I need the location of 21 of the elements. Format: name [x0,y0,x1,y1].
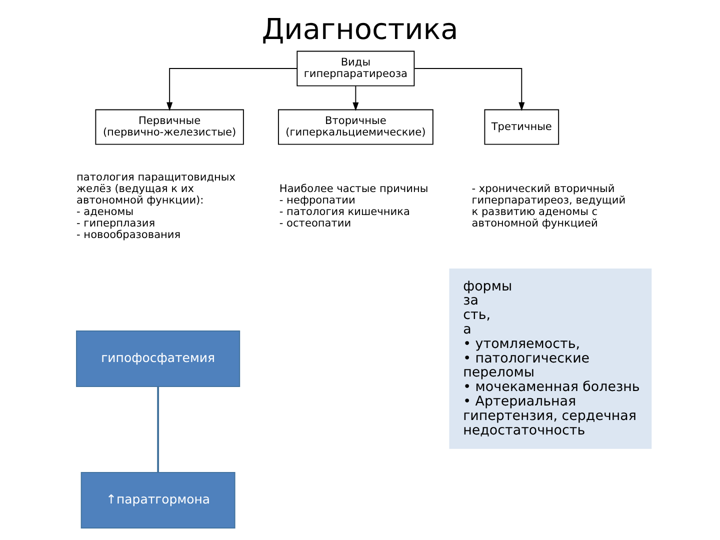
connector [157,386,160,472]
node-box: ↑паратгормона [80,472,236,529]
diagram-title: Диагностика [262,12,458,46]
node-box: гипофосфатемия [76,330,240,388]
node-label: - остеопатии [279,218,352,230]
arrow [414,68,525,111]
node-label: - нефропатии [279,194,356,207]
node-box: Третичные [484,109,560,145]
node-label: - хронический вторичный гиперпаратиреоз, ведущий к развитию аденомы с автономной функцией [472,183,626,230]
arrow [166,68,298,111]
node-label: - патология кишечника [279,206,410,218]
node-label: патология паращитовидных желёз (ведущая к их автономной функции): [76,172,236,207]
node-box: Вторичные (гиперкальциемические) [278,109,434,145]
node-box: Первичные (первично-железистые) [95,109,244,145]
node-label: Наиболее частые причины [279,183,428,196]
arrow [352,86,359,111]
node-label: - новообразования [76,229,181,242]
node-box: Виды гиперпаратиреоза [296,50,415,86]
node-label: - аденомы [76,206,134,218]
node-box: формы за сть, а • утомляемость, • патологические переломы • мочекаменная болезнь • Артериальная гипертензия, сердечная недостаточность [449,268,652,449]
node-label: - гиперплазия [76,218,156,230]
